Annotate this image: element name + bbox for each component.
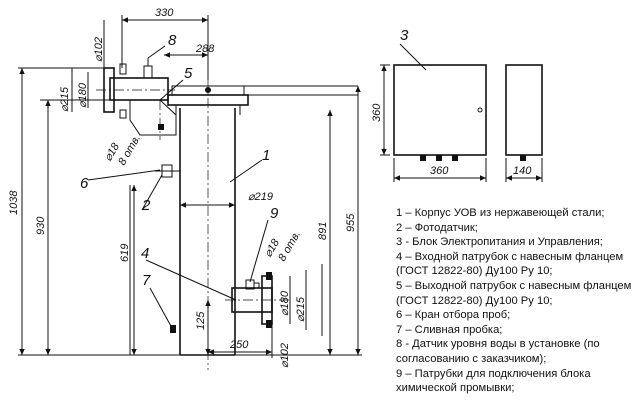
dim-125: 125 bbox=[195, 311, 207, 330]
legend-item: 1 – Корпус УОВ из нержавеющей стали; bbox=[396, 207, 605, 219]
dim-250: 250 bbox=[229, 339, 249, 351]
dim-dia180-bot: ⌀180 bbox=[279, 290, 291, 316]
dim-box-height: 360 bbox=[371, 103, 383, 122]
sample-valve-6 bbox=[155, 164, 180, 178]
legend-item: 6 – Кран отбора проб; bbox=[396, 309, 511, 322]
inlet-nozzle-4 bbox=[225, 272, 290, 328]
callout-9: 9 bbox=[270, 205, 279, 222]
dim-box-width: 360 bbox=[430, 165, 449, 177]
dimension-lines bbox=[18, 15, 362, 358]
dim-288: 288 bbox=[195, 43, 215, 55]
legend-item: 5 – Выходной патрубок с навесным фланцем… bbox=[396, 279, 632, 307]
dim-dia215-top: ⌀215 bbox=[59, 86, 71, 112]
callout-3: 3 bbox=[400, 27, 409, 44]
dim-dia102-bot: ⌀102 bbox=[279, 343, 291, 368]
callout-4: 4 bbox=[141, 245, 149, 262]
drain-plug-7 bbox=[170, 325, 176, 333]
dim-box-depth: 140 bbox=[513, 165, 532, 177]
outlet-nozzle-5 bbox=[96, 58, 177, 140]
legend-item: 3 - Блок Электропитания и Управления; bbox=[396, 236, 603, 249]
legend-item: 4 – Входной патрубок с навесным фланцем … bbox=[396, 250, 624, 278]
callout-leaders bbox=[87, 43, 427, 329]
legend-item: 2 – Фотодатчик; bbox=[396, 221, 478, 234]
dim-330: 330 bbox=[155, 7, 174, 19]
dim-dia219: ⌀219 bbox=[248, 191, 273, 203]
dim-891: 891 bbox=[317, 222, 329, 240]
control-box-3 bbox=[380, 64, 543, 182]
dim-dia215-bot: ⌀215 bbox=[295, 296, 307, 322]
parts-legend: 1 – Корпус УОВ из нержавеющей стали; 2 –… bbox=[396, 206, 632, 396]
callout-5: 5 bbox=[184, 65, 193, 82]
dim-930: 930 bbox=[35, 216, 47, 235]
legend-item: 9 – Патрубки для подключения блока химич… bbox=[396, 367, 591, 395]
dim-dia102-top: ⌀102 bbox=[93, 37, 105, 62]
legend-item: 8 - Датчик уровня воды в установке (по с… bbox=[396, 338, 600, 365]
callout-7: 7 bbox=[142, 272, 151, 289]
callout-6: 6 bbox=[80, 175, 89, 192]
dim-dia180-top: ⌀180 bbox=[77, 82, 89, 108]
dim-1038: 1038 bbox=[8, 190, 20, 215]
callout-1: 1 bbox=[262, 147, 270, 164]
legend-item: 7 – Сливная пробка; bbox=[396, 323, 503, 336]
dim-619: 619 bbox=[119, 244, 131, 262]
dim-955: 955 bbox=[345, 213, 357, 232]
callout-8: 8 bbox=[168, 32, 177, 49]
callout-2: 2 bbox=[141, 197, 151, 214]
